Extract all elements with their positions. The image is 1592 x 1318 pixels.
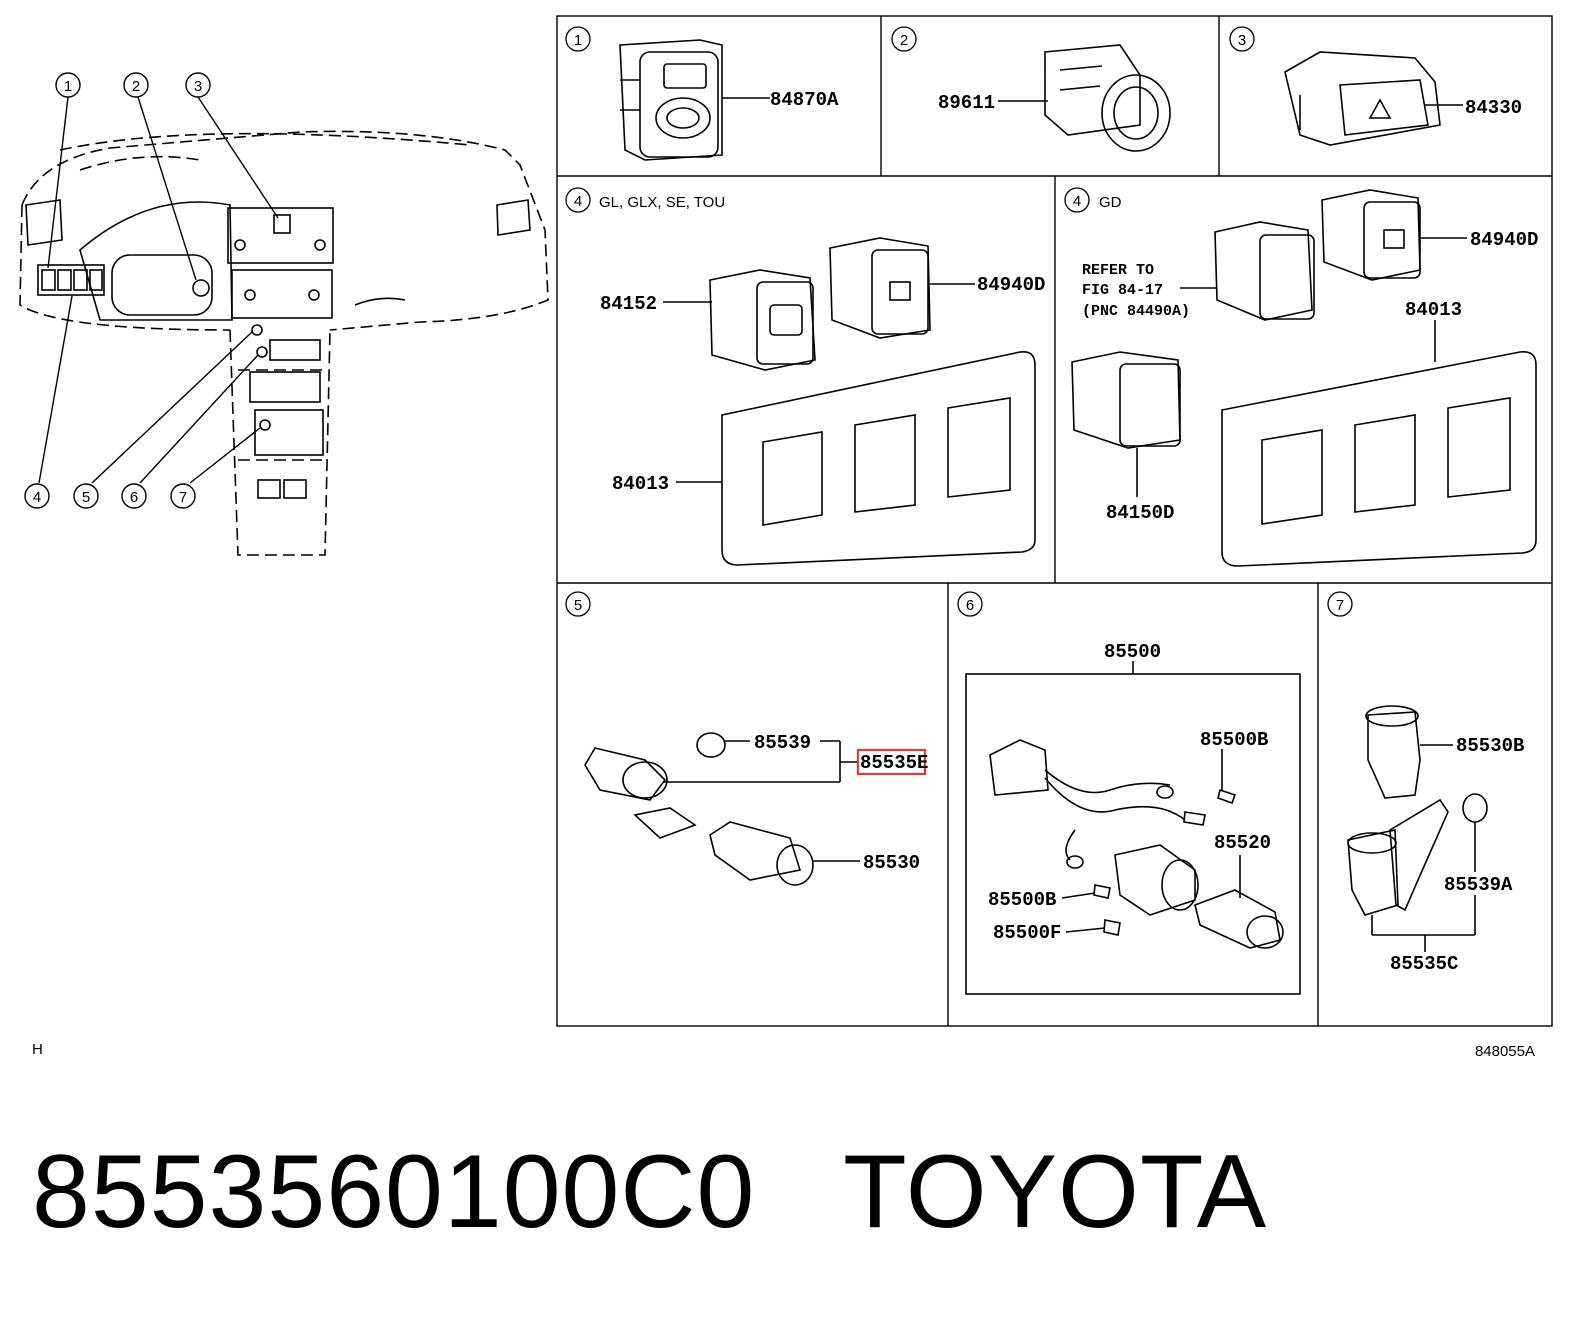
callout-3-label: 3 (194, 78, 202, 95)
panel-2-number: 2 (900, 32, 908, 49)
label-85539A: 85539A (1444, 874, 1513, 896)
callout-7 (170, 483, 196, 509)
label-85530: 85530 (863, 852, 920, 874)
panel-1-number: 1 (574, 32, 582, 49)
panel-3-number: 3 (1238, 32, 1246, 49)
label-84870A: 84870A (770, 89, 839, 111)
refer-line-2: FIG 84-17 (1082, 282, 1163, 299)
label-85500F: 85500F (993, 922, 1061, 944)
dashboard-overview: 1 2 3 4 5 6 7 (19, 72, 549, 556)
label-84013-b: 84013 (1405, 299, 1462, 321)
panel-5-number: 5 (574, 597, 582, 614)
callout-2-label: 2 (132, 78, 140, 95)
label-84330: 84330 (1465, 97, 1522, 119)
callout-3 (185, 72, 211, 98)
label-89611: 89611 (938, 92, 995, 114)
panel-4a-variant: GL, GLX, SE, TOU (599, 194, 725, 211)
callout-6 (121, 483, 147, 509)
label-85500: 85500 (1104, 641, 1161, 663)
label-84152: 84152 (600, 293, 657, 315)
highlighted-part-box (856, 748, 927, 776)
callout-2 (123, 72, 149, 98)
callout-5 (73, 483, 99, 509)
panel-4a-number: 4 (574, 193, 582, 210)
part-number-title: 8553560100C0 TOYOTA (32, 1134, 1268, 1250)
label-84940D-a: 84940D (977, 274, 1045, 296)
mirror-switch-drawing (619, 39, 770, 161)
label-84150D: 84150D (1106, 502, 1174, 524)
label-85535E: 85535E (860, 752, 928, 774)
panel-4b-number: 4 (1073, 193, 1081, 210)
power-outlet-7-drawing (1347, 705, 1488, 952)
figure-code: 848055A (1475, 1043, 1535, 1060)
power-outlet-5-drawing (584, 732, 860, 886)
panel-7-number: 7 (1336, 597, 1344, 614)
label-84013-a: 84013 (612, 473, 669, 495)
label-85535C: 85535C (1390, 953, 1458, 975)
panel-grid (556, 15, 1553, 1027)
callout-7-label: 7 (179, 489, 187, 506)
label-85520: 85520 (1214, 832, 1271, 854)
label-85500B-top: 85500B (1200, 729, 1268, 751)
label-84940D-b: 84940D (1470, 229, 1538, 251)
label-85539: 85539 (754, 732, 811, 754)
start-button-drawing (998, 44, 1171, 152)
hazard-switch-drawing (1284, 51, 1463, 146)
callout-4 (24, 483, 50, 509)
callout-4-label: 4 (33, 489, 41, 506)
callout-6-label: 6 (130, 489, 138, 506)
callout-1-label: 1 (64, 78, 72, 95)
switch-bezel-4b-drawing (1071, 189, 1537, 567)
callout-5-label: 5 (82, 489, 90, 506)
refer-line-3: (PNC 84490A) (1082, 303, 1190, 320)
panel-6-number: 6 (966, 597, 974, 614)
label-85530B: 85530B (1456, 735, 1524, 757)
cigarette-lighter-6-drawing (965, 661, 1301, 995)
refer-line-1: REFER TO (1082, 262, 1154, 279)
label-85500B-bottom: 85500B (988, 889, 1056, 911)
switch-bezel-4a-drawing (663, 237, 1036, 566)
panel-4b-variant: GD (1099, 194, 1122, 211)
callout-1 (55, 72, 81, 98)
section-marker: H (32, 1041, 43, 1058)
